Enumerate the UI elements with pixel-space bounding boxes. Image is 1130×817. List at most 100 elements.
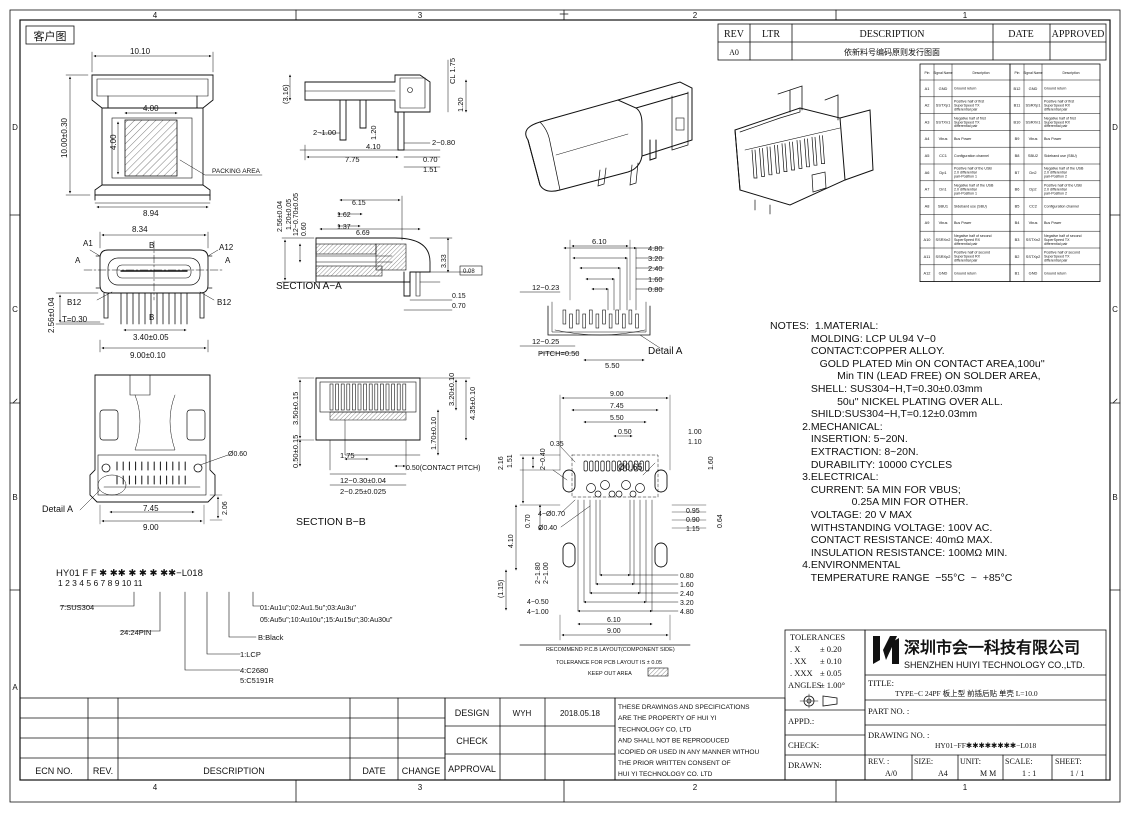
- top-view: [65, 51, 263, 209]
- dim-pcb-r080: 0.80: [680, 573, 694, 580]
- company-name-cn: 深圳市会一科技有限公司: [904, 638, 1080, 657]
- check2-label: CHECK:: [788, 740, 819, 750]
- pin-table-header-0: Pin: [925, 71, 930, 75]
- dim-front-340: 3.40±0.05: [133, 333, 169, 342]
- approval-label: APPROVAL: [448, 764, 496, 774]
- ecn-header-change: CHANGE: [402, 766, 441, 776]
- dim-pcb-065: Ø0.65: [618, 462, 643, 472]
- dim-pcb-100: 1.00: [688, 429, 702, 436]
- property-notice-line: ARE THE PROPERTY OF HUI YI: [618, 715, 717, 722]
- dim-sec-bb-12-030: 12−0.30±0.04: [340, 476, 386, 485]
- zone-left-d: D: [12, 123, 18, 132]
- pin-table-cell: B12: [1014, 86, 1021, 91]
- dim-front-900: 9.00±0.10: [130, 351, 166, 360]
- dim-pcb-070: 0.70: [525, 514, 532, 528]
- pin-table-cell: Dn2: [1029, 170, 1036, 175]
- dim-sec-aa-12-070: 12−0.70±0.05: [293, 193, 300, 236]
- pin-table-cell: A1: [925, 86, 930, 91]
- rev-header-description: DESCRIPTION: [859, 29, 924, 40]
- note-line: INSULATION RESISTANCE: 100MΩ MIN.: [770, 546, 1008, 559]
- dim-detail-240: 2.40: [648, 264, 663, 273]
- tol-angles-label: ANGLES: [788, 680, 822, 690]
- pin-table-cell: B4: [1015, 220, 1021, 225]
- dim-sec-aa-333: 3.33: [441, 254, 448, 268]
- dim-sec-bb-175: 1.75: [340, 451, 355, 460]
- note-line: 2.MECHANICAL:: [770, 420, 883, 433]
- rev-header-rev: REV: [724, 29, 745, 40]
- dim-pcb-160: 1.60: [708, 456, 715, 470]
- keep-out-label: KEEP OUT AREA: [588, 671, 632, 677]
- drawn-label: DRAWN:: [788, 760, 822, 770]
- pin-table-cell: B3: [1015, 237, 1020, 242]
- pin-table-cell: A3: [925, 119, 930, 124]
- label-b12-right: B12: [217, 298, 232, 307]
- pin-table-header-2: Description: [973, 71, 990, 75]
- pin-table-cell: Ground return: [1044, 271, 1066, 275]
- pin-table-cell: A12: [924, 271, 931, 276]
- dim-front-834: 8.34: [132, 225, 148, 234]
- pin-table-cell: GND: [1029, 271, 1038, 276]
- dim-sec-bb-350: 3.50±0.15: [291, 392, 300, 425]
- dim-sec-aa-162: 1.62: [337, 212, 351, 219]
- dim-pcb-4-100: 4−1.00: [527, 609, 549, 616]
- sheet-label: SHEET:: [1055, 757, 1082, 766]
- notes-block: NOTES: 1.MATERIAL: MOLDING: LCP UL94 V−0…: [770, 320, 1045, 584]
- note-line: NOTES: 1.MATERIAL:: [770, 320, 879, 332]
- dim-side-151: 1.51: [423, 165, 438, 174]
- note-line: 50u'' NICKEL PLATING OVER ALL.: [770, 395, 1003, 408]
- label-a-left: A: [75, 256, 81, 265]
- dim-pcb-115b: (1.15): [498, 580, 505, 598]
- dim-pcb-2-180: 2−1.80: [535, 562, 542, 584]
- dim-detail-12-023: 12−0.23: [532, 283, 559, 292]
- rev-value: A/0: [885, 769, 897, 778]
- company-name-en: SHENZHEN HUIYI TECHNOLOGY CO.,LTD.: [904, 660, 1085, 670]
- dim-pcb-2-100: 2−1.00: [543, 562, 550, 584]
- dim-sec-bb-320: 3.20±0.10: [447, 373, 456, 406]
- dim-side-2-080: 2−0.80: [432, 138, 455, 147]
- flatness-value: 0.08: [463, 269, 475, 275]
- unit-value: M M: [980, 769, 996, 778]
- zone-bottom-3: 3: [418, 783, 423, 792]
- pin-table-cell: B2: [1015, 254, 1020, 259]
- note-line: SHELL: SUS304−H,T=0.30±0.03mm: [770, 382, 983, 395]
- pcb-layout-view: [504, 394, 707, 677]
- tol-angles-value: ± 1.00°: [820, 680, 845, 690]
- zone-bottom-1: 1: [963, 783, 968, 792]
- tol-x-label: . X: [790, 644, 800, 654]
- tol-xxx-label: . XXX: [790, 668, 813, 678]
- dim-detail-610: 6.10: [592, 237, 607, 246]
- tol-x-value: ± 0.20: [820, 644, 842, 654]
- pin-table-cell: Bus Power: [1044, 221, 1062, 225]
- dim-pcb-r480: 4.80: [680, 609, 694, 616]
- pin-table-cell: B1: [1015, 271, 1020, 276]
- part-code: HY01 F F ✱ ✱✱ ✱ ✱ ✱ ✱✱−L018: [56, 568, 203, 579]
- unit-label: UNIT:: [960, 757, 981, 766]
- dim-pcb-610: 6.10: [607, 617, 621, 624]
- pin-table-cell: Dp1: [939, 170, 946, 175]
- projection-symbol-icon: [799, 693, 838, 709]
- tol-xx-label: . XX: [790, 656, 807, 666]
- pin-table-cell: B6: [1015, 187, 1020, 192]
- dim-bottom-900: 9.00: [143, 523, 159, 532]
- dim-front-256: 2.56±0.04: [47, 297, 56, 333]
- title-value: TYPE−C 24PF 板上型 前插后贴 单壳 L=10.0: [895, 688, 1038, 698]
- note-line: VOLTAGE: 20 V MAX: [770, 508, 912, 521]
- check-label: CHECK: [456, 736, 488, 746]
- part-code-positions: 1 2 3 4 5 6 7 8 9 10 11: [58, 578, 143, 588]
- dim-sec-bb-435: 4.35±0.10: [468, 387, 477, 420]
- bottom-view: [79, 374, 229, 525]
- dim-side-cl: CL 1.75: [448, 58, 457, 84]
- packing-area-label: PACKING AREA: [212, 168, 261, 175]
- isometric-view-left: [525, 81, 693, 192]
- note-line: TEMPERATURE RANGE −55°C ~ +85°C: [770, 571, 1013, 584]
- detail-a-view: [519, 239, 665, 362]
- pin-table-cell: A10: [924, 237, 932, 242]
- zone-right-d: D: [1112, 123, 1118, 132]
